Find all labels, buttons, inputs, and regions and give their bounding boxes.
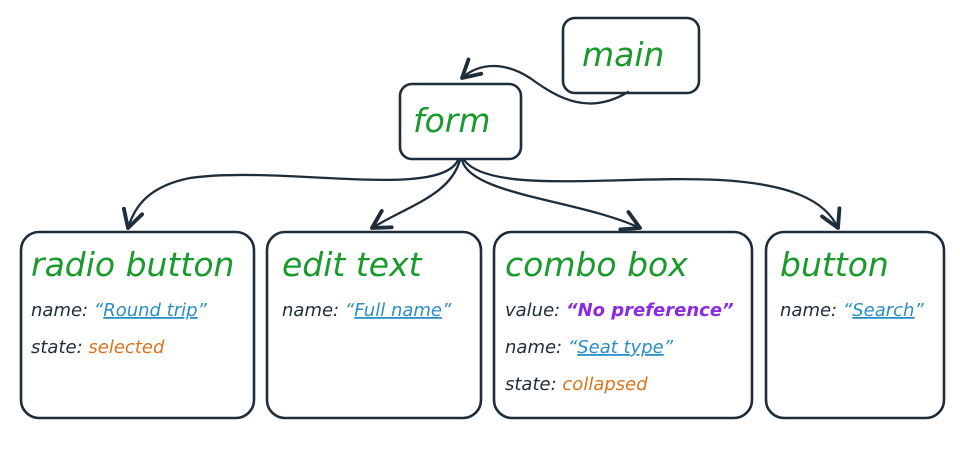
node-edit-text: edit text name: “Full name” [265, 230, 483, 420]
tree-edges [121, 57, 842, 232]
edge-form-edit [370, 158, 462, 230]
combo-value-open-quote: “ [566, 300, 578, 321]
radio-state-label: state: [31, 337, 83, 358]
node-main-title: main [582, 35, 664, 74]
edit-name-close-quote: ” [442, 300, 452, 321]
edit-name-label: name: [282, 300, 339, 321]
radio-state-attr: state: selected [31, 337, 165, 358]
button-name-open-quote: “ [843, 300, 853, 321]
combo-name-open-quote: “ [568, 337, 578, 358]
radio-name-value: Round trip [103, 300, 197, 321]
edit-name-open-quote: “ [345, 300, 355, 321]
node-button: button name: “Search” [764, 230, 946, 420]
node-combo-box-title: combo box [505, 245, 688, 284]
node-radio-button: radio button name: “Round trip” state: s… [19, 230, 256, 420]
node-edit-text-title: edit text [282, 245, 423, 284]
combo-value-label: value: [505, 300, 560, 321]
node-main-box [561, 16, 701, 95]
radio-state-value: selected [88, 337, 165, 358]
combo-value-attr: value: “No preference” [505, 300, 734, 321]
combo-state-attr: state: collapsed [505, 374, 648, 395]
button-name-attr: name: “Search” [780, 300, 924, 321]
radio-name-label: name: [31, 300, 88, 321]
edge-form-button [462, 158, 842, 230]
radio-name-open-quote: “ [94, 300, 104, 321]
node-radio-button-box [19, 230, 256, 420]
node-form-box [398, 82, 523, 161]
node-button-box [764, 230, 946, 420]
edge-form-radio [121, 158, 460, 230]
node-combo-box: combo box value: “No preference” name: “… [492, 230, 754, 420]
node-edit-text-box [265, 230, 483, 420]
radio-name-attr: name: “Round trip” [31, 300, 208, 321]
node-button-title: button [780, 245, 889, 284]
button-name-value: Search [852, 300, 914, 321]
button-name-label: name: [780, 300, 837, 321]
combo-value-close-quote: ” [722, 300, 734, 321]
edit-name-value: Full name [354, 300, 442, 321]
node-form: form [398, 82, 523, 161]
edge-form-combo [460, 158, 642, 232]
node-main: main [561, 16, 701, 95]
combo-state-label: state: [505, 374, 557, 395]
node-combo-box-box [492, 230, 754, 420]
edge-main-form [460, 57, 630, 105]
node-radio-button-title: radio button [31, 245, 234, 284]
combo-state-value: collapsed [562, 374, 648, 395]
combo-value-value: No preference [578, 300, 722, 321]
combo-name-close-quote: ” [664, 337, 674, 358]
button-name-close-quote: ” [914, 300, 924, 321]
combo-name-attr: name: “Seat type” [505, 337, 674, 358]
radio-name-close-quote: ” [198, 300, 208, 321]
edit-name-attr: name: “Full name” [282, 300, 452, 321]
node-form-title: form [413, 101, 491, 140]
combo-name-label: name: [505, 337, 562, 358]
combo-name-value: Seat type [577, 337, 664, 358]
